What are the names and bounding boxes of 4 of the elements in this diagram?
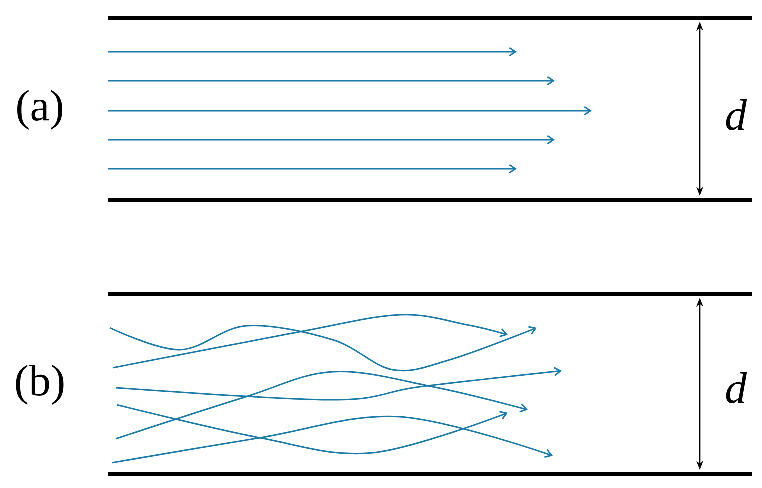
panel-label: (a) xyxy=(18,90,62,130)
dimension-label: d xyxy=(726,372,748,404)
dimension-label: d xyxy=(726,100,748,130)
panel-label: (b) xyxy=(16,365,64,405)
